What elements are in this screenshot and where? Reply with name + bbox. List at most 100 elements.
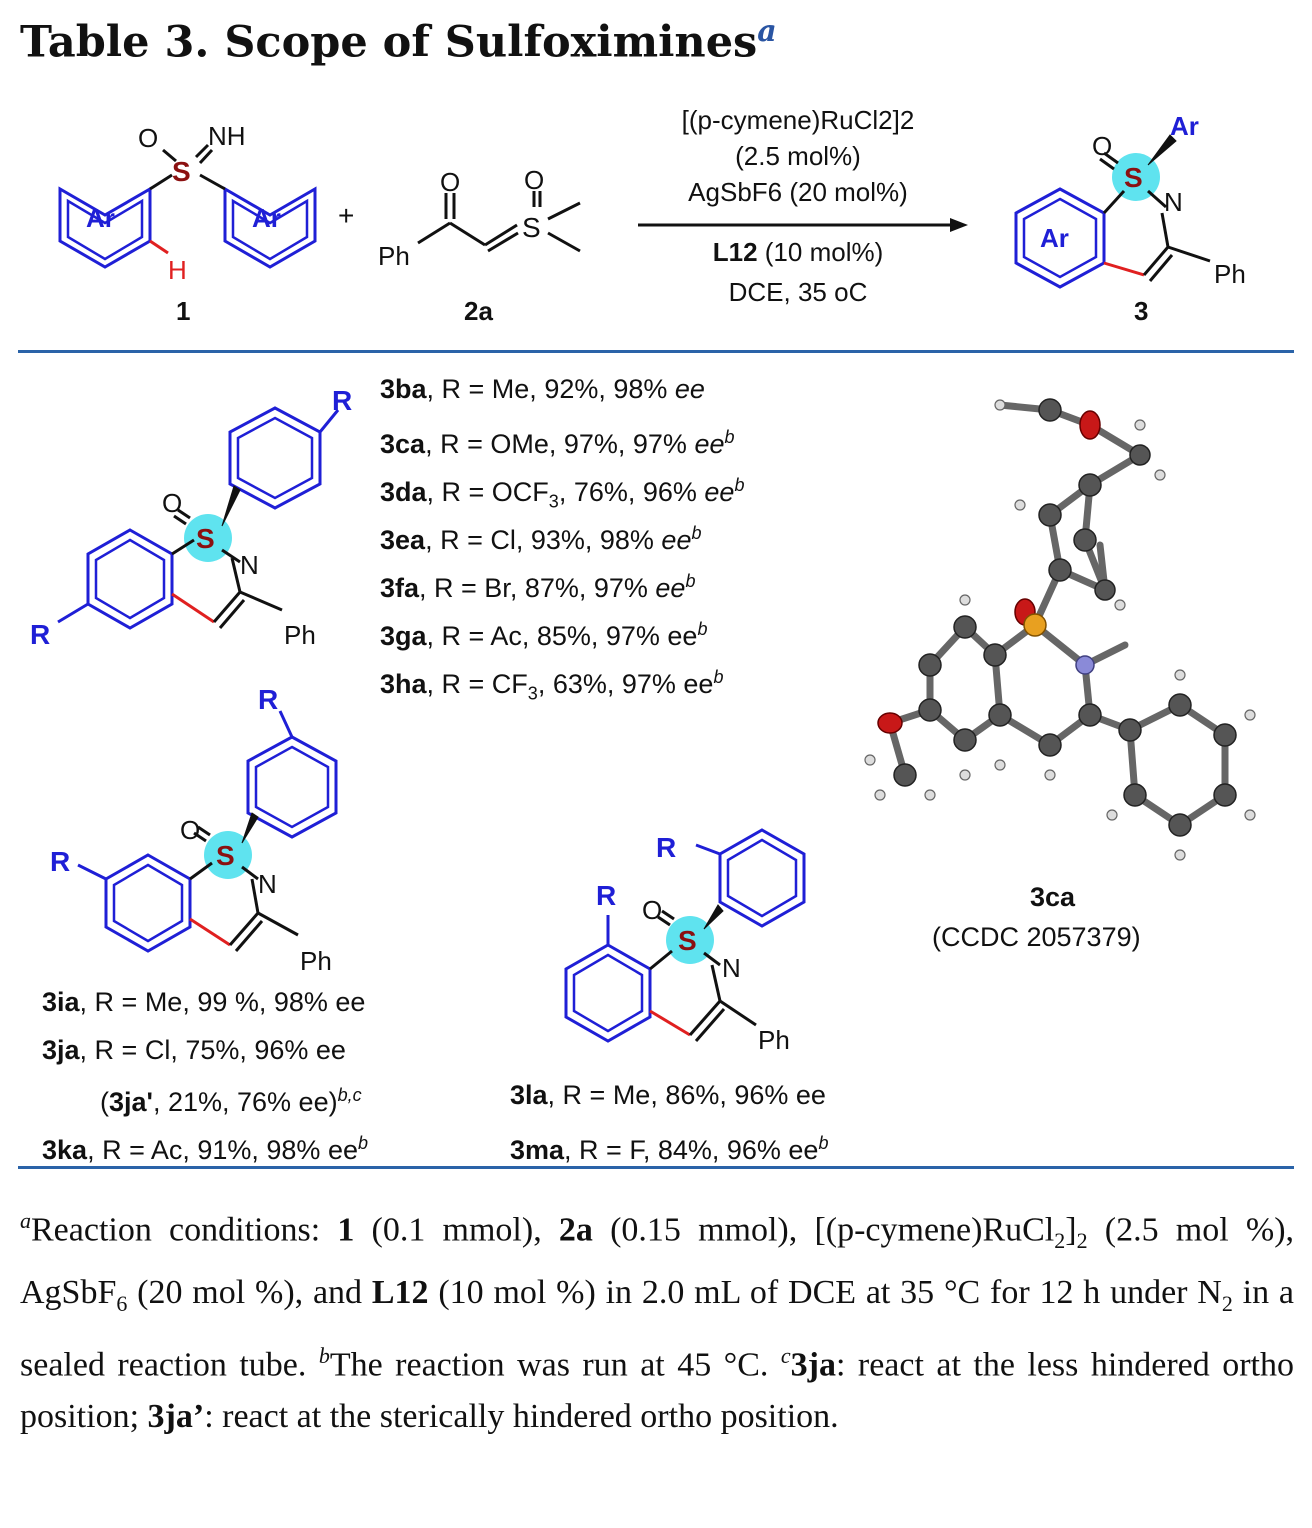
scheme-ph-1: Ph — [378, 241, 410, 271]
reagent-1-structure — [58, 143, 317, 269]
entry-3ka-note: b — [357, 1133, 368, 1153]
ortho-ph: Ph — [758, 1025, 790, 1055]
entry-3da-text: , R = OCF — [426, 477, 549, 507]
entry-3ma: 3ma, R = F, 84%, 96% eeb — [510, 1126, 828, 1167]
entry-3ma-note: b — [818, 1133, 829, 1153]
footnote-a-text6: (20 mol %), and — [127, 1274, 372, 1312]
meta-r-top: R — [258, 685, 278, 715]
entry-3ha-sub: 3 — [527, 683, 538, 704]
footnote-a-text7: (10 mol %) in 2.0 mL of DCE at 35 °C for… — [428, 1274, 1222, 1312]
entry-3ca: 3ca, R = OMe, 97%, 97% eeb — [380, 420, 735, 461]
footnote-a-text4: ] — [1065, 1211, 1077, 1249]
footnote-b-mark: b — [318, 1342, 330, 1368]
crystal-ccdc: (CCDC 2057379) — [932, 922, 1141, 952]
reaction-scheme: O NH S Ar Ar H 1 + O O S Ph 2a [(p-cymen… — [58, 105, 1246, 326]
entry-3da-sub: 3 — [548, 491, 559, 512]
footnote-c-text1: : react at the less hindered ortho posit… — [20, 1346, 1294, 1436]
footnote-a-text2: (0.1 mmol), — [354, 1211, 559, 1249]
entry-3ga-text: , R = Ac, 85%, 97% ee — [426, 621, 698, 651]
entry-3ja-prime-note: b,c — [337, 1085, 362, 1105]
condition-line-3: AgSbF6 (20 mol%) — [688, 177, 908, 207]
entry-3fa-text: , R = Br, 87%, 97% — [419, 573, 656, 603]
crystal-id: 3ca — [1030, 882, 1076, 912]
footnote-c-mark: c — [780, 1342, 791, 1368]
entry-3da-note: b — [734, 475, 745, 495]
entry-3ka-id: 3ka — [42, 1135, 88, 1165]
entry-3ja-prime-id: 3ja' — [109, 1087, 153, 1117]
entry-3ha-id: 3ha — [380, 669, 427, 699]
entry-3ba-ee: ee — [674, 374, 705, 404]
para-r-left: R — [30, 619, 50, 650]
product-structure — [1014, 134, 1211, 289]
entry-3ba-text: , R = Me, 92%, 98% — [426, 374, 675, 404]
top-rule — [18, 350, 1294, 353]
table-title-note: a — [757, 14, 777, 49]
scheme-ar-4: Ar — [1040, 223, 1069, 253]
entry-3ka-text: , R = Ac, 91%, 98% ee — [87, 1135, 358, 1165]
footnote-a-b3: L12 — [371, 1274, 429, 1312]
meta-s: S — [216, 840, 235, 871]
condition-line-2: (2.5 mol%) — [735, 141, 861, 171]
entry-3ca-ee: ee — [694, 429, 725, 459]
entry-3ia-text: , R = Me, 99 %, 98% ee — [79, 987, 366, 1017]
table-title-text: Table 3. Scope of Sulfoximines — [20, 17, 758, 68]
footnote-a-b1: 1 — [337, 1211, 355, 1249]
footnote-a-text1: Reaction conditions: — [31, 1211, 338, 1249]
entry-3la-id: 3la — [510, 1080, 548, 1110]
scheme-ar-3: Ar — [1170, 111, 1199, 141]
entry-3fa: 3fa, R = Br, 87%, 97% eeb — [380, 564, 695, 605]
footnote-a-sub2: 2 — [1076, 1228, 1088, 1254]
reagent-2-structure — [417, 191, 581, 253]
reaction-arrow-head — [950, 218, 968, 232]
entry-3ia: 3ia, R = Me, 99 %, 98% ee — [42, 985, 365, 1019]
ortho-s: S — [678, 925, 697, 956]
crystal-structure — [864, 398, 1256, 861]
condition-l12-amount: (10 mol%) — [758, 237, 884, 267]
footnote-b-text: The reaction was run at 45 °C. — [329, 1346, 781, 1384]
entry-3ja-text: , R = Cl, 75%, 96% ee — [79, 1035, 346, 1065]
entry-3ja: 3ja, R = Cl, 75%, 96% ee — [42, 1033, 346, 1067]
entry-3da-text2: , 76%, 96% — [558, 477, 705, 507]
entry-3la: 3la, R = Me, 86%, 96% ee — [510, 1078, 826, 1112]
footnote-a-text8: in a sealed reaction tube. — [20, 1274, 1294, 1384]
entry-3ja-prime-open: ( — [100, 1087, 109, 1117]
scheme-o-1: O — [138, 123, 158, 153]
meta-ph: Ph — [300, 946, 332, 976]
entry-3ia-id: 3ia — [42, 987, 80, 1017]
entry-3ea-ee: ee — [661, 525, 692, 555]
footnote-a-b2: 2a — [558, 1211, 593, 1249]
entry-3ha-note: b — [713, 667, 724, 687]
structure-para: R S O N Ph R — [30, 385, 352, 650]
scheme-s-1: S — [172, 156, 191, 187]
ortho-n: N — [722, 953, 741, 983]
meta-o: O — [180, 815, 200, 845]
entry-3ca-text: , R = OMe, 97%, 97% — [425, 429, 695, 459]
ortho-r-left: R — [596, 880, 616, 911]
entry-3da-id: 3da — [380, 477, 427, 507]
entry-3ea-id: 3ea — [380, 525, 426, 555]
footnote-c-b2: 3ja’ — [147, 1398, 205, 1436]
footnote-a-sub4: 2 — [1221, 1290, 1233, 1316]
scheme-o-4: O — [1092, 131, 1112, 161]
meta-n: N — [258, 869, 277, 899]
footnote-c-text2: : react at the sterically hindered ortho… — [204, 1398, 839, 1436]
entry-3ba: 3ba, R = Me, 92%, 98% ee — [380, 372, 705, 406]
footnote-a-text5: (2.5 mol %), AgSbF — [20, 1211, 1295, 1312]
scheme-ph-2: Ph — [1214, 259, 1246, 289]
structure-meta: R S O N Ph R — [50, 685, 338, 976]
reagent-2-label: 2a — [464, 296, 493, 326]
condition-l12: L12 — [713, 237, 758, 267]
entry-3ea-text: , R = Cl, 93%, 98% — [425, 525, 662, 555]
entry-3ga-id: 3ga — [380, 621, 427, 651]
entry-3ma-text: , R = F, 84%, 96% ee — [564, 1135, 819, 1165]
entry-3la-text: , R = Me, 86%, 96% ee — [547, 1080, 826, 1110]
scheme-ar-2: Ar — [252, 203, 281, 233]
entry-3fa-note: b — [685, 571, 696, 591]
footnote-a-sub1: 2 — [1054, 1228, 1066, 1254]
scheme-n: N — [1164, 187, 1183, 217]
footnote-a-text3: (0.15 mmol), [(p-cymene)RuCl — [592, 1211, 1055, 1249]
scheme-s-3: S — [1124, 162, 1143, 193]
footnote-a-sub3: 6 — [116, 1290, 128, 1316]
condition-line-1: [(p-cymene)RuCl2]2 — [682, 105, 915, 135]
entry-3fa-id: 3fa — [380, 573, 420, 603]
